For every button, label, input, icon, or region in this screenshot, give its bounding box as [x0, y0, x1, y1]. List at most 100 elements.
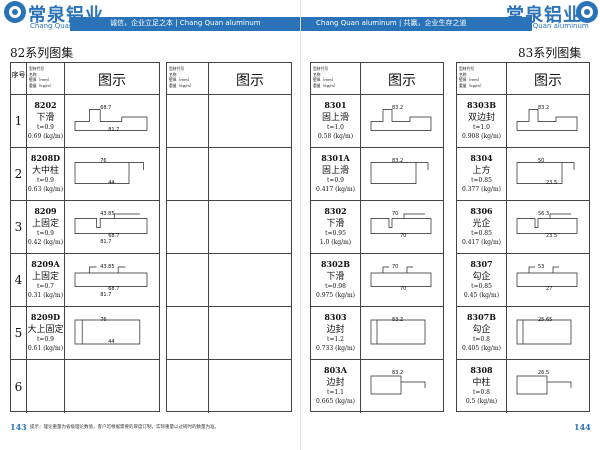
- model-info: [27, 360, 65, 413]
- header-index: 序号: [11, 63, 27, 95]
- profile-drawing: [516, 213, 578, 234]
- left-page-number: 143: [10, 422, 27, 432]
- dimension-label: 70: [400, 286, 406, 292]
- right-logo-en: Chang Quan aluminum: [508, 22, 589, 30]
- row-number: 3: [11, 201, 27, 253]
- unit-weight: 0.377 (kg/m): [462, 186, 501, 193]
- profile-diagram: 83.2: [370, 317, 426, 345]
- wall-thickness: t=0.85: [471, 283, 492, 290]
- profile-name: 固上滑: [321, 166, 349, 176]
- dimension-label: 25.65: [538, 317, 552, 323]
- profile-outline: [516, 162, 575, 184]
- model-code: 8307: [470, 259, 493, 269]
- wall-thickness: t=0.95: [325, 230, 346, 237]
- table-header: 型材代号名称壁厚（mm）重量（kg/m）图示: [457, 63, 589, 95]
- header-model-line: 名称: [313, 71, 321, 77]
- profile-outline: [74, 319, 141, 345]
- model-code: 8306: [470, 206, 493, 216]
- dimension-label: 68.7: [108, 233, 119, 239]
- profile-outline: [516, 319, 572, 345]
- row-number: 6: [11, 360, 27, 413]
- profile-name: 上固定: [31, 219, 59, 229]
- profile-outline: [370, 213, 432, 234]
- unit-weight: 0.665 (kg/m): [316, 398, 355, 405]
- header-model: 型材代号名称壁厚（mm）重量（kg/m）: [167, 63, 209, 95]
- profile-diagram: 83.2: [370, 105, 432, 131]
- wall-thickness: t=1.0: [327, 124, 344, 131]
- profile-picture: 83.2: [507, 95, 589, 147]
- dimension-label: 43.85: [100, 211, 114, 217]
- dimension-label: 68.7: [108, 286, 119, 292]
- logo-icon: [4, 1, 26, 23]
- dimension-label: 81.7: [108, 127, 119, 133]
- profile-name: 勾企: [472, 272, 491, 282]
- profile-drawing: [74, 109, 148, 131]
- profile-name: 大中柱: [31, 166, 59, 176]
- header-model: 型材代号名称壁厚（mm）重量（kg/m）: [457, 63, 507, 95]
- wall-thickness: t=1.1: [327, 389, 344, 396]
- header-picture: 图示: [236, 73, 264, 89]
- profile-outline: [516, 109, 578, 131]
- dimension-label: 83.2: [392, 317, 403, 323]
- profile-drawing: [370, 109, 432, 131]
- dimension-label: 43.85: [100, 264, 114, 270]
- model-code: 8302: [324, 206, 347, 216]
- profile-name: 光企: [472, 219, 491, 229]
- dimension-label: 70: [392, 264, 398, 270]
- table-row: [167, 360, 291, 413]
- profile-picture: [209, 148, 291, 200]
- header-model-line: 壁厚（mm）: [169, 77, 192, 82]
- profile-drawing: [370, 213, 432, 234]
- profile-picture: 70 70: [361, 254, 443, 306]
- profile-drawing: [74, 319, 141, 345]
- profile-picture: 26.5: [507, 360, 589, 413]
- unit-weight: 0.58 (kg/m): [317, 133, 354, 140]
- profile-name: 下滑: [326, 219, 345, 229]
- profile-name: 边封: [326, 325, 345, 335]
- dimension-label: 56.3: [538, 211, 549, 217]
- model-info: [167, 360, 209, 413]
- profile-diagram: 25.65: [516, 317, 572, 345]
- profile-drawing: [516, 266, 578, 287]
- logo-icon: [576, 1, 598, 23]
- right-logo-cn: 常泉铝业: [506, 5, 582, 26]
- unit-weight: 0.975 (kg/m): [316, 292, 355, 299]
- model-code: 803A: [324, 365, 347, 375]
- dimension-label: 26.5: [538, 370, 549, 376]
- model-code: 8202: [34, 100, 57, 110]
- model-code: 8303: [324, 312, 347, 322]
- row-number: 2: [11, 148, 27, 200]
- table-header: 序号型材代号名称壁厚（mm）重量（kg/m）图示: [11, 63, 159, 95]
- profile-diagram: 83.2: [370, 158, 429, 184]
- header-model-line: 重量（kg/m）: [459, 82, 484, 88]
- header-model: 型材代号名称壁厚（mm）重量（kg/m）: [311, 63, 361, 95]
- wall-thickness: t=0.9: [37, 177, 54, 184]
- wall-thickness: t=0.8: [473, 389, 490, 396]
- profile-table: 型材代号名称壁厚（mm）重量（kg/m） 图示: [166, 62, 292, 413]
- dimension-label: 27: [546, 286, 552, 292]
- profile-name: 大上固定: [27, 325, 64, 335]
- profile-diagram: 83.2: [516, 105, 578, 131]
- model-info: [167, 201, 209, 253]
- row-number: 5: [11, 307, 27, 359]
- profile-name: 上方: [472, 166, 491, 176]
- model-code: 8301: [324, 100, 347, 110]
- profile-picture: [209, 254, 291, 306]
- unit-weight: 0.42 (kg/m): [27, 239, 64, 246]
